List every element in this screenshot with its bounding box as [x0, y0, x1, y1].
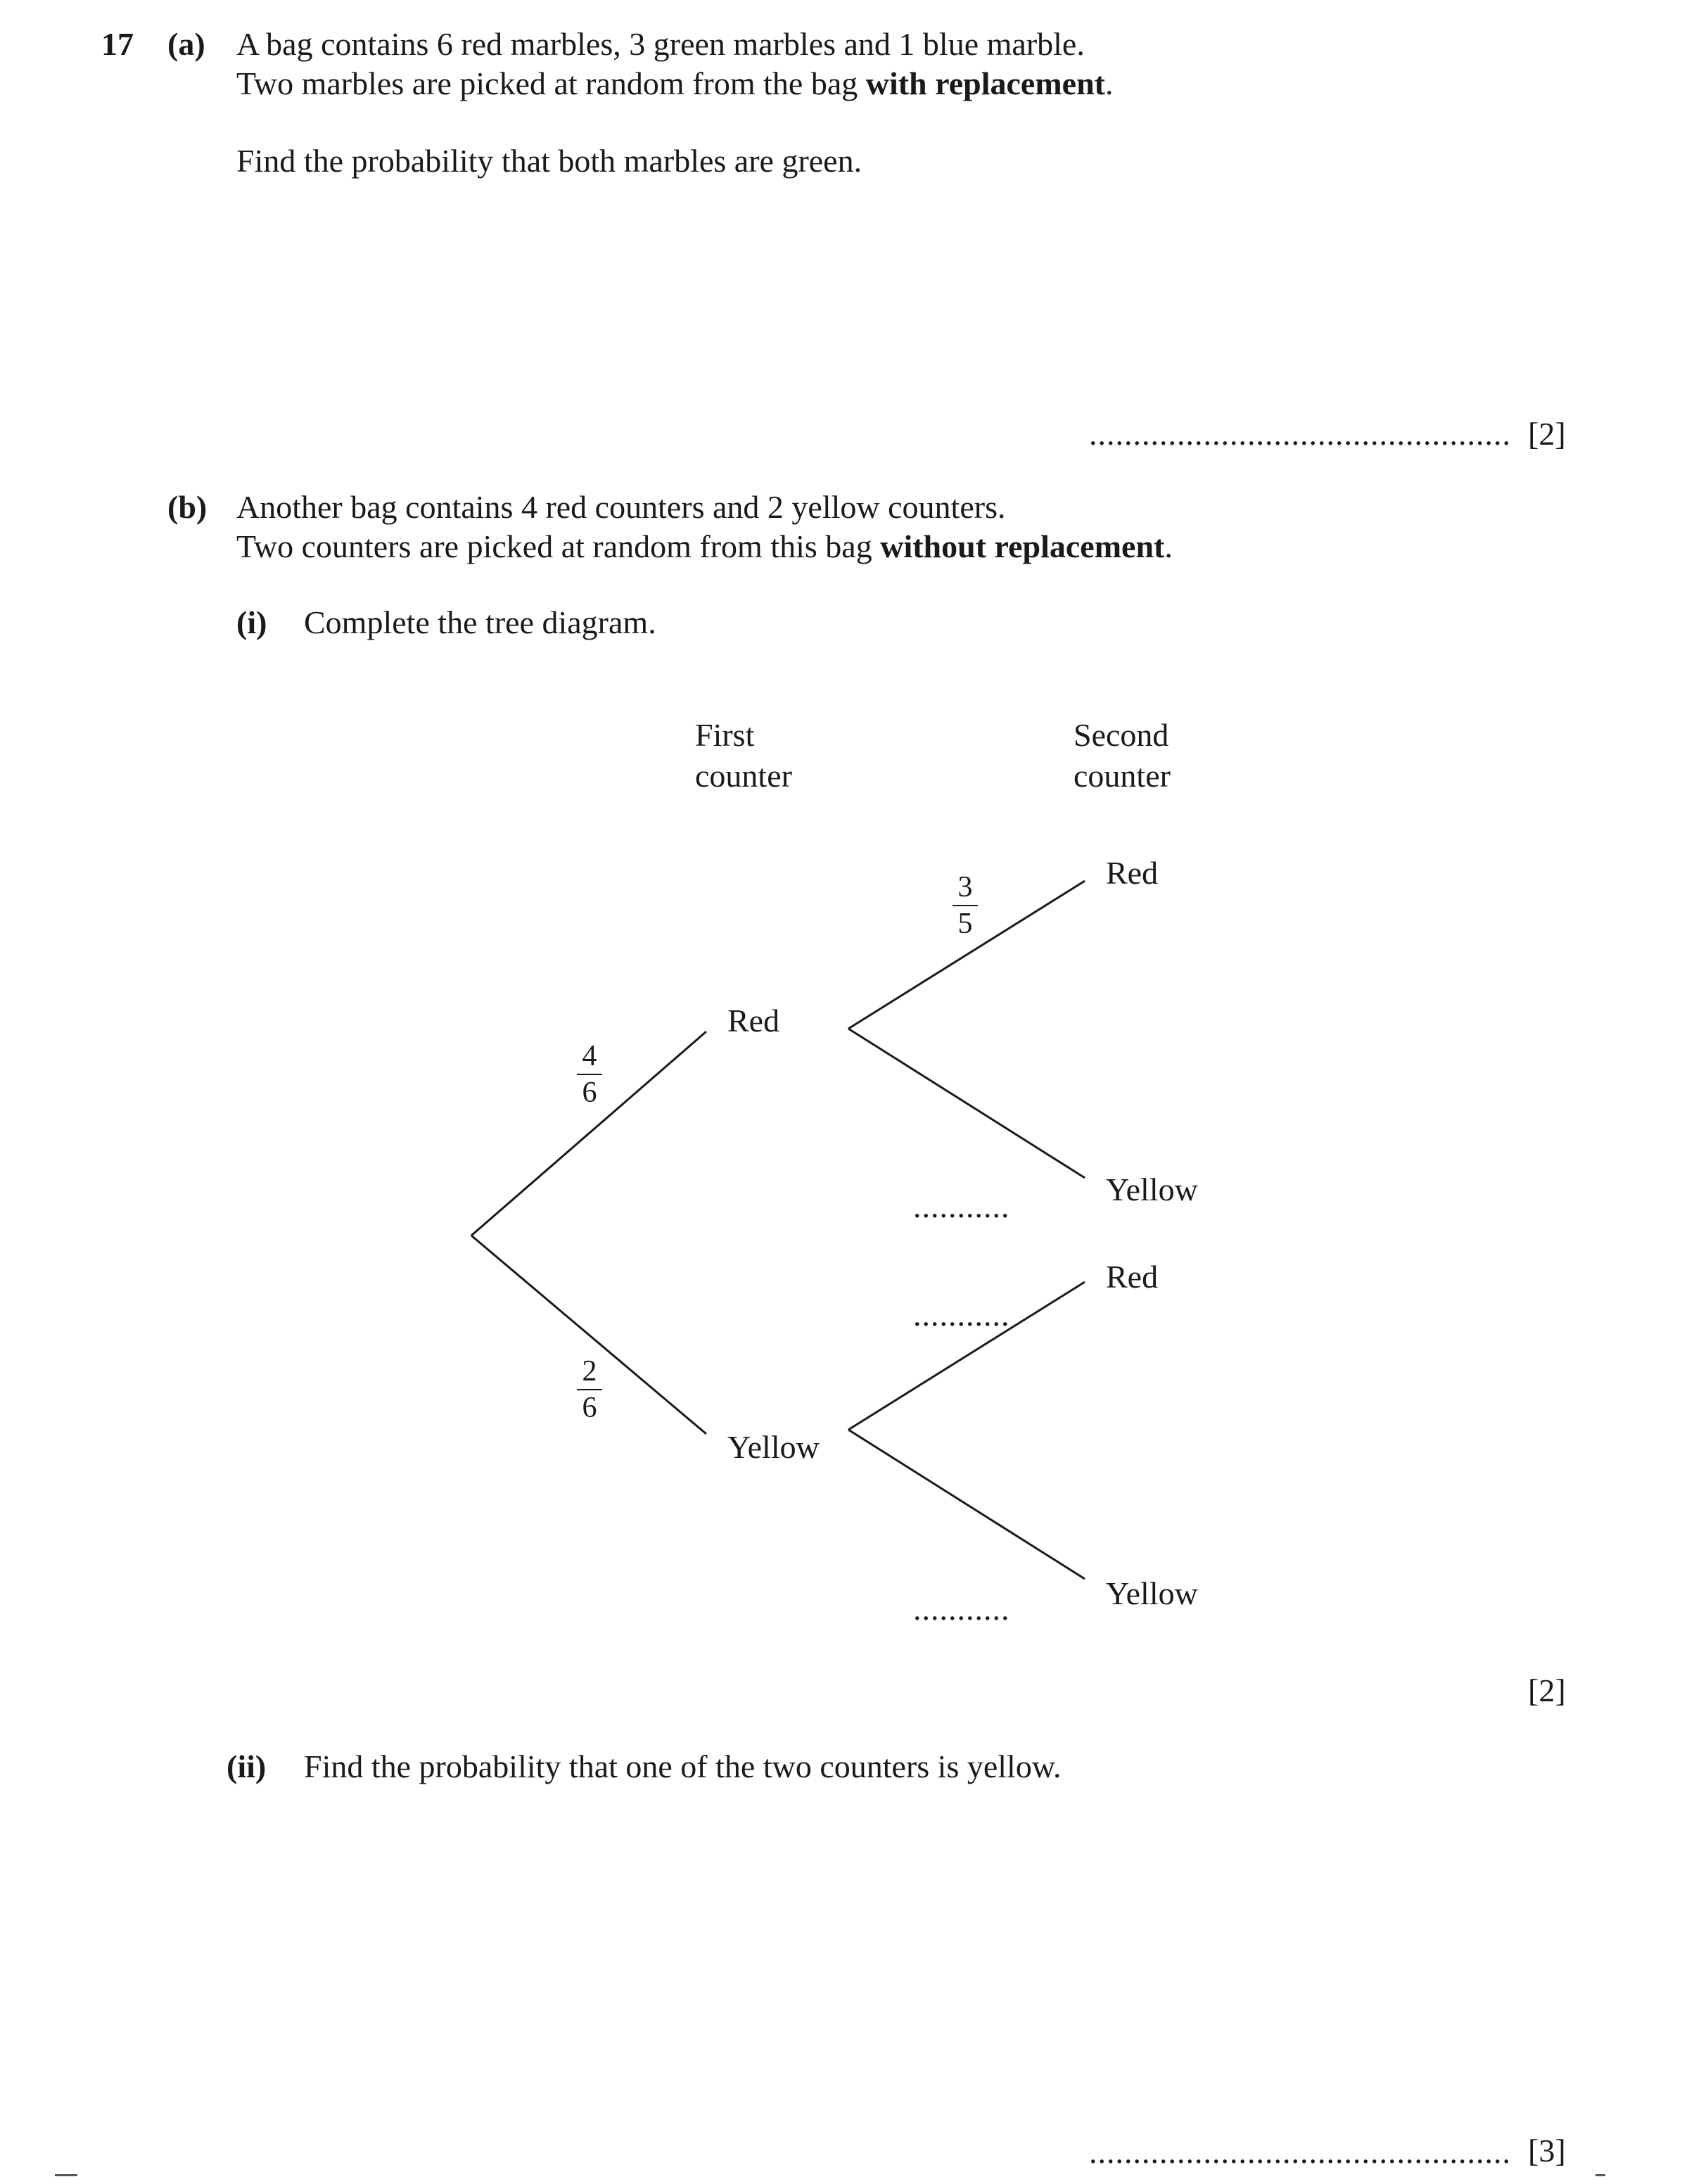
part-b-label: (b) [167, 489, 208, 525]
node-red-yellow: Yellow [1106, 1172, 1198, 1207]
prob-red-red-den: 5 [957, 908, 973, 940]
fraction-bar [577, 1389, 602, 1390]
prob-red-red: 3 5 [950, 871, 981, 940]
branch-yellow-red [848, 1281, 1085, 1431]
branch-red-red [848, 880, 1085, 1030]
fraction-bar [577, 1074, 602, 1075]
header-first-line2: counter [695, 758, 792, 794]
prob-red-red-num: 3 [957, 871, 973, 903]
part-a-marks: [2] [1528, 416, 1566, 452]
node-first-yellow: Yellow [727, 1429, 820, 1465]
prob-first-yellow-den: 6 [582, 1392, 597, 1424]
fraction-bar [953, 905, 978, 906]
part-b-ii-text: Find the probability that one of the two… [304, 1748, 1062, 1784]
part-b-line2: Two counters are picked at random from t… [236, 528, 1173, 566]
page-edge-mark-right [1595, 2174, 1605, 2176]
branch-first-yellow [471, 1234, 707, 1435]
branch-yellow-yellow [848, 1428, 1085, 1580]
part-a-line2-prefix: Two marbles are picked at random from th… [236, 65, 866, 101]
part-a-line1: A bag contains 6 red marbles, 3 green ma… [236, 26, 1085, 62]
prob-first-red: 4 6 [574, 1040, 605, 1109]
blank-prob-yellow-yellow[interactable]: ........... [913, 1591, 1010, 1627]
node-yellow-red: Red [1106, 1259, 1159, 1295]
part-b-ii-label: (ii) [227, 1748, 267, 1784]
page-edge-mark-left [55, 2174, 77, 2176]
blank-prob-red-yellow[interactable]: ........... [913, 1188, 1010, 1224]
part-b-ii-marks: [3] [1528, 2133, 1566, 2169]
branch-first-red [471, 1030, 707, 1237]
blank-prob-yellow-red[interactable]: ........... [913, 1297, 1010, 1333]
part-b-line2-prefix: Two counters are picked at random from t… [236, 528, 881, 564]
part-a-line2: Two marbles are picked at random from th… [236, 65, 1113, 103]
prob-first-red-den: 6 [582, 1077, 597, 1109]
node-yellow-yellow: Yellow [1106, 1575, 1198, 1611]
part-b-line2-suffix: . [1164, 528, 1173, 564]
prob-first-yellow: 2 6 [574, 1355, 605, 1424]
part-a-label: (a) [167, 26, 205, 62]
part-a-task: Find the probability that both marbles a… [236, 143, 862, 179]
header-first-line1: First [695, 717, 755, 753]
header-second-line2: counter [1074, 758, 1171, 794]
prob-first-yellow-num: 2 [582, 1355, 597, 1388]
part-b-i-marks: [2] [1528, 1672, 1566, 1708]
node-red-red: Red [1106, 855, 1159, 891]
branch-red-yellow [848, 1027, 1085, 1179]
node-first-red: Red [727, 1003, 780, 1039]
part-a-line2-suffix: . [1104, 65, 1114, 101]
part-b-i-label: (i) [236, 604, 267, 640]
part-b-i-text: Complete the tree diagram. [304, 604, 656, 640]
prob-first-red-num: 4 [582, 1040, 597, 1072]
question-number: 17 [101, 26, 134, 62]
part-b-line1: Another bag contains 4 red counters and … [236, 489, 1006, 525]
part-b-without-replacement: without replacement [880, 528, 1165, 564]
part-a-answer-line[interactable]: ........................................… [1089, 416, 1511, 452]
header-second-line1: Second [1074, 717, 1169, 753]
part-b-ii-answer-line[interactable]: ........................................… [1089, 2134, 1511, 2170]
part-a-with-replacement: with replacement [865, 65, 1105, 101]
